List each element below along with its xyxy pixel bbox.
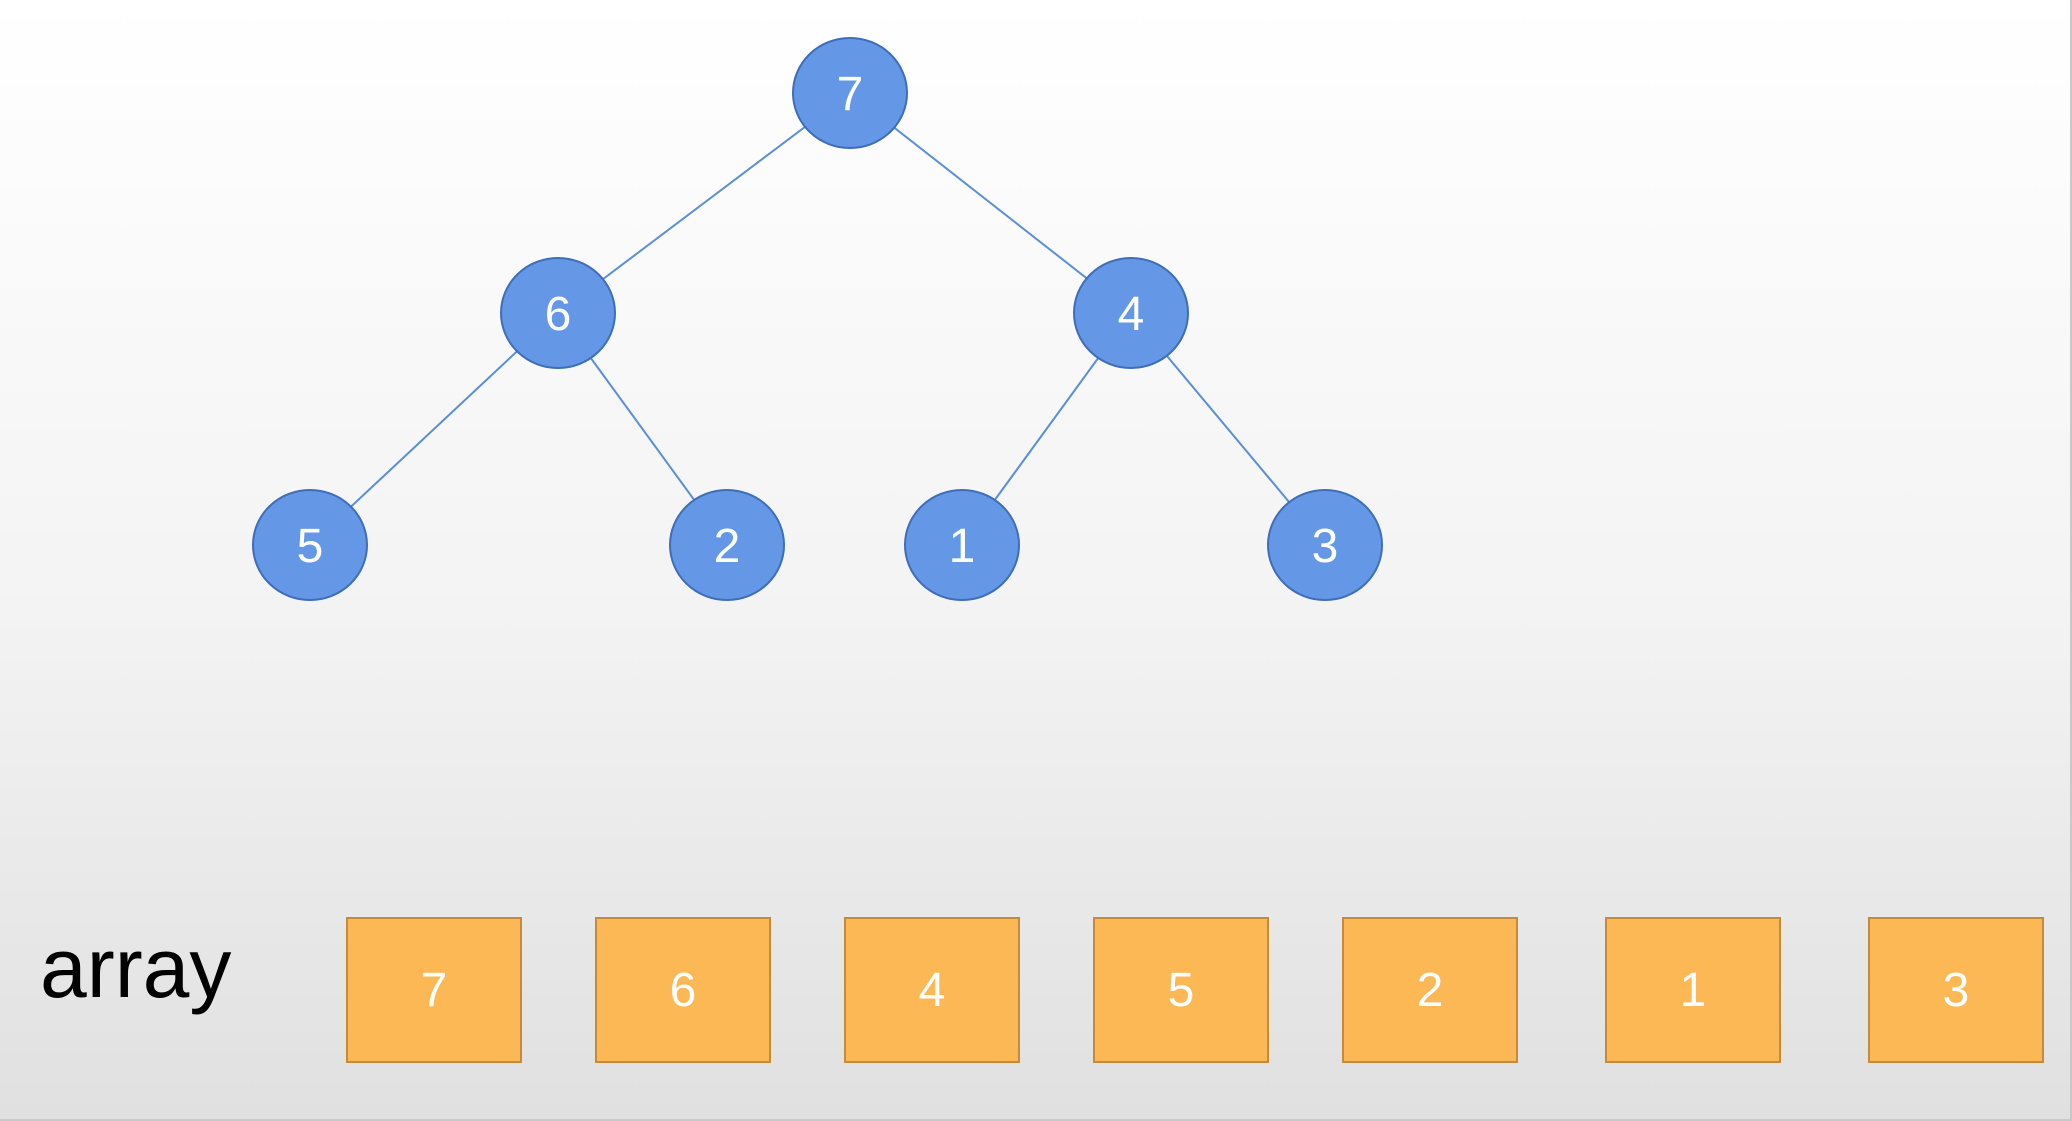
tree-node-label: 7	[837, 68, 864, 121]
tree-node-circle	[669, 489, 785, 601]
tree-node-circle	[252, 489, 368, 601]
array-cell: 6	[595, 917, 771, 1063]
tree-node-circle	[792, 37, 908, 149]
array-cell: 3	[1868, 917, 2044, 1063]
tree-node-label: 1	[949, 520, 976, 573]
tree-node: 4	[1073, 257, 1189, 369]
tree-node: 7	[792, 37, 908, 149]
tree-node: 2	[669, 489, 785, 601]
tree-nodes: 7 6 4 5 2 1 3	[252, 37, 1383, 601]
tree-edge	[557, 92, 851, 314]
tree-node-label: 3	[1312, 520, 1339, 573]
tree-node: 1	[904, 489, 1020, 601]
array-cell: 4	[844, 917, 1020, 1063]
tree-node-label: 5	[297, 520, 324, 573]
heap-tree: 7 6 4 5 2 1 3	[252, 37, 1383, 601]
tree-node-label: 6	[545, 288, 572, 341]
tree-node-circle	[1073, 257, 1189, 369]
tree-edge	[849, 92, 1132, 314]
tree-node-circle	[1267, 489, 1383, 601]
tree-node: 6	[500, 257, 616, 369]
tree-node: 5	[252, 489, 368, 601]
tree-node-circle	[904, 489, 1020, 601]
array-cell: 2	[1342, 917, 1518, 1063]
array-cell: 5	[1093, 917, 1269, 1063]
tree-node-label: 4	[1118, 288, 1145, 341]
tree-node: 3	[1267, 489, 1383, 601]
array-label: array	[40, 921, 232, 1015]
array-cell: 1	[1605, 917, 1781, 1063]
tree-node-circle	[500, 257, 616, 369]
tree-node-label: 2	[714, 520, 741, 573]
array-cell: 7	[346, 917, 522, 1063]
